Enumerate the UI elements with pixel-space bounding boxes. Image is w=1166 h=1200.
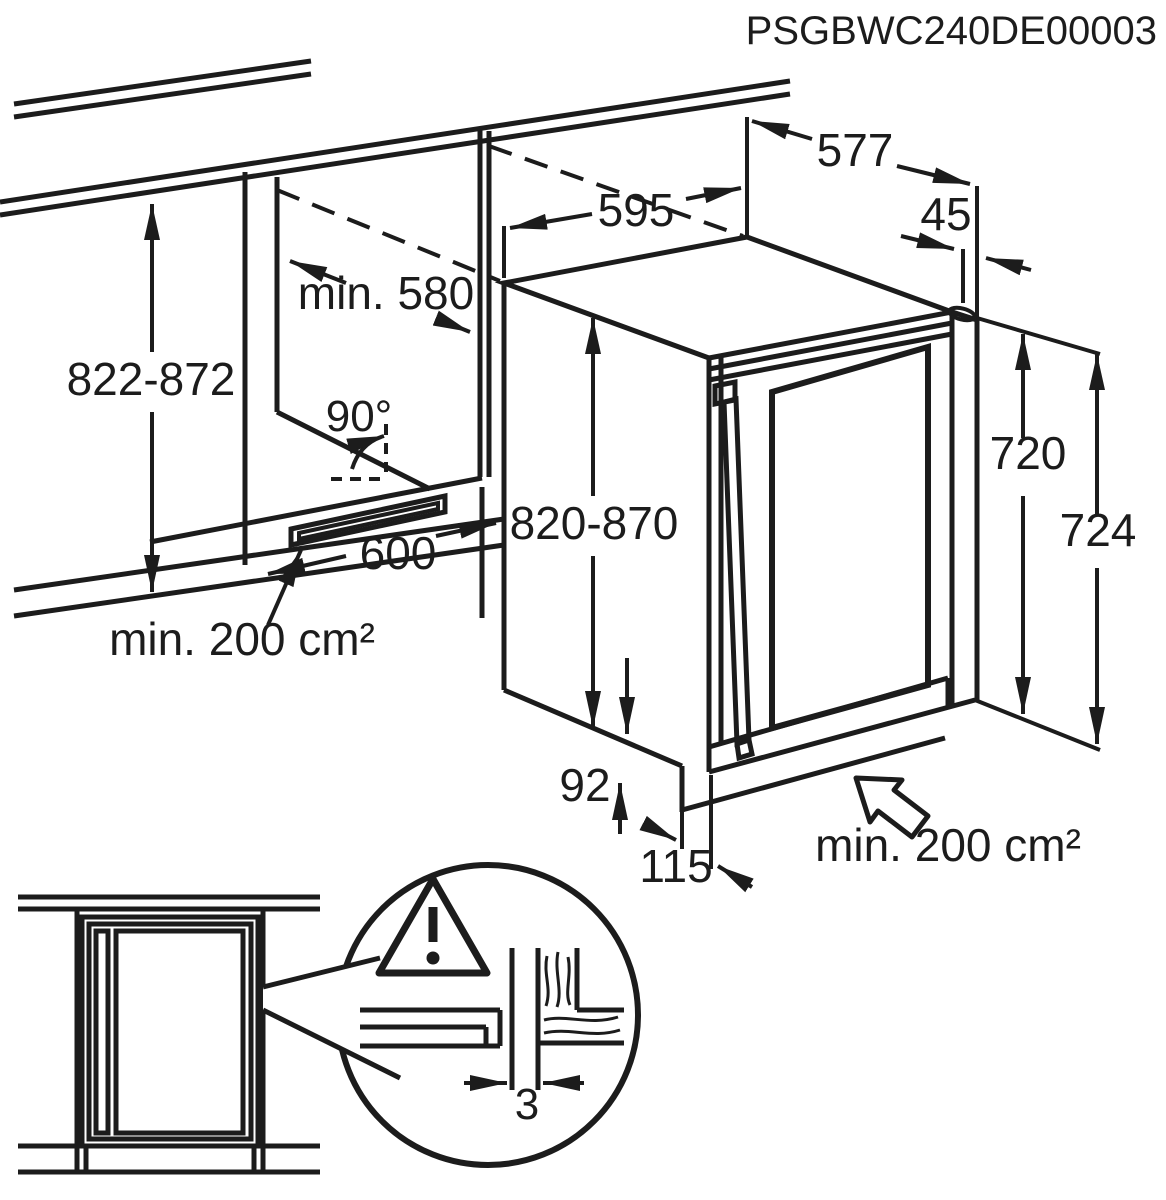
niche-divider [477,129,492,618]
dim-vent-area-plinth: min. 200 cm² [109,549,375,665]
dim-plinth-recess: 115 [639,775,754,893]
dim-appliance-depth: 577 [751,119,979,318]
dim-label-front-clearance: 45 [920,188,971,240]
dim-appliance-height: 820-870 [510,318,679,728]
glass-panel [769,343,931,732]
dim-plinth-height: 92 [559,658,635,834]
dim-label-vent-cutout: 600 [360,527,437,579]
dim-label-vent-area-plinth: min. 200 cm² [109,613,375,665]
depth-guide-lines [276,144,744,283]
dim-niche-height: 822-872 [67,204,236,592]
front-view [18,894,320,1175]
hinge-corner-detail [947,305,977,323]
dim-label-niche-height: 822-872 [67,353,236,405]
warning-triangle-icon [375,875,491,977]
dim-label-appliance-height: 820-870 [510,497,679,549]
dim-door-height: 720 [990,334,1067,714]
appliance [494,234,980,813]
dim-front-clearance: 45 [900,188,1032,303]
dim-niche-width: 595 [502,117,749,278]
dim-label-plinth-height: 92 [559,759,610,811]
front-view-handle [93,928,111,1136]
door-handle [712,378,755,762]
airflow-arrow-icon [853,775,931,840]
dim-label-appliance-depth: 577 [817,124,894,176]
gap-cross-section [360,948,624,1090]
dim-plinth-angle: 90° [326,392,393,481]
dim-overall-height: 724 [1060,354,1137,744]
dim-label-door-side-gap: 3 [515,1080,539,1129]
floor-plinth [13,475,505,619]
dim-label-door-height: 720 [990,427,1067,479]
wood-grain [543,951,621,1035]
countertop [0,58,791,218]
dim-label-niche-width: 595 [598,184,675,236]
dim-vent-area-rear: min. 200 cm² [815,775,1081,871]
dim-label-overall-height: 724 [1060,504,1137,556]
model-code: PSGBWC240DE00003 [746,9,1157,53]
right-extensions [974,316,1101,752]
detail-callout: 3 [261,862,641,1168]
front-view-glass [113,928,246,1136]
dim-label-niche-depth: min. 580 [298,267,474,319]
vent-slot [288,492,448,549]
dim-label-plinth-angle: 90° [326,392,393,441]
dim-label-plinth-recess: 115 [639,840,712,892]
dim-label-vent-area-rear: min. 200 cm² [815,819,1081,871]
dim-niche-depth: min. 580 [289,259,474,334]
dim-door-side-gap: 3 [464,1075,584,1129]
